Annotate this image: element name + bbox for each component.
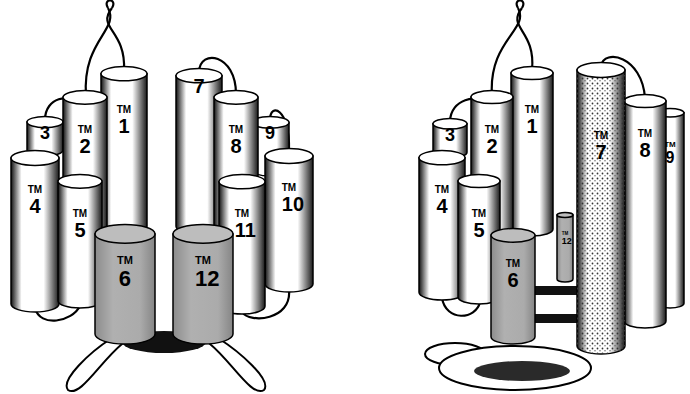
helix-cylinder: TM 6 (490, 228, 536, 344)
cylinder-top (419, 151, 465, 165)
cylinder-body (101, 74, 147, 234)
helix-cylinder: TM 12 (556, 212, 574, 282)
cylinder-top (656, 109, 684, 118)
helix-cylinder: TM 1 (510, 66, 554, 236)
cylinder-body (577, 70, 625, 354)
helix-cylinder: TM 8 (623, 94, 667, 328)
helix-label: TM 5 (472, 174, 486, 240)
helix-label: TM 2 (78, 90, 92, 156)
cylinder-body (265, 156, 313, 292)
cylinder-top (11, 151, 59, 166)
helix-label: 3 (445, 118, 455, 144)
helix-label: TM 6 (506, 228, 520, 290)
helix-label: 7 (193, 68, 204, 96)
helix-label: TM 4 (28, 150, 42, 216)
cylinder-body (511, 73, 553, 236)
helix-label: TM 12 (195, 224, 211, 290)
helix-label: TM 2 (485, 90, 499, 156)
helix-label: TM 7 (594, 62, 608, 162)
helix-label: TM 11 (235, 174, 249, 240)
helix-label: TM 12 (562, 212, 569, 246)
helix-label: TM 5 (73, 174, 87, 240)
cylinder-top (471, 91, 513, 104)
cylinder-top (58, 175, 102, 189)
loops (35, 1, 664, 321)
helix-cylinder: TM 10 (264, 148, 314, 292)
cylinder-top (557, 213, 573, 218)
helix-cylinder: TM 12 (172, 224, 234, 344)
cylinder-outline (556, 212, 574, 282)
helix-label: 3 (40, 116, 50, 142)
helix-cylinder: TM 7 (576, 62, 626, 354)
cylinder-outline (576, 62, 626, 354)
cylinder-body (11, 158, 59, 312)
helix-label: TM 1 (525, 66, 539, 136)
cylinder-outline (264, 148, 314, 292)
cylinder-top (491, 229, 535, 243)
helix-label: TM 4 (435, 150, 449, 216)
cylinder-outline (510, 66, 554, 236)
cylinder-top (265, 149, 313, 164)
cylinder-body (557, 215, 573, 282)
cylinder-top (624, 95, 666, 108)
helix-label: TM 6 (117, 224, 133, 290)
helix-cylinder: TM 4 (10, 150, 60, 312)
cylinder-top (173, 225, 233, 244)
cylinder-outline (10, 150, 60, 312)
helix-label: TM 8 (229, 90, 243, 156)
helix-cylinder: TM 6 (94, 224, 156, 344)
cylinder-top (219, 175, 265, 189)
cylinder-top (101, 67, 147, 81)
cylinder-top (214, 91, 258, 105)
cylinder-stipple (577, 70, 625, 354)
cylinder-top (95, 225, 155, 244)
helix-label: TM 10 (282, 148, 296, 214)
cylinder-top (577, 63, 625, 78)
helix-label: TM 8 (638, 94, 652, 160)
helix-label: TM 1 (117, 66, 131, 136)
cylinder-top (63, 91, 107, 105)
cylinder-top (458, 175, 500, 188)
cylinder-top (511, 67, 553, 80)
helix-label: 9 (265, 116, 275, 142)
